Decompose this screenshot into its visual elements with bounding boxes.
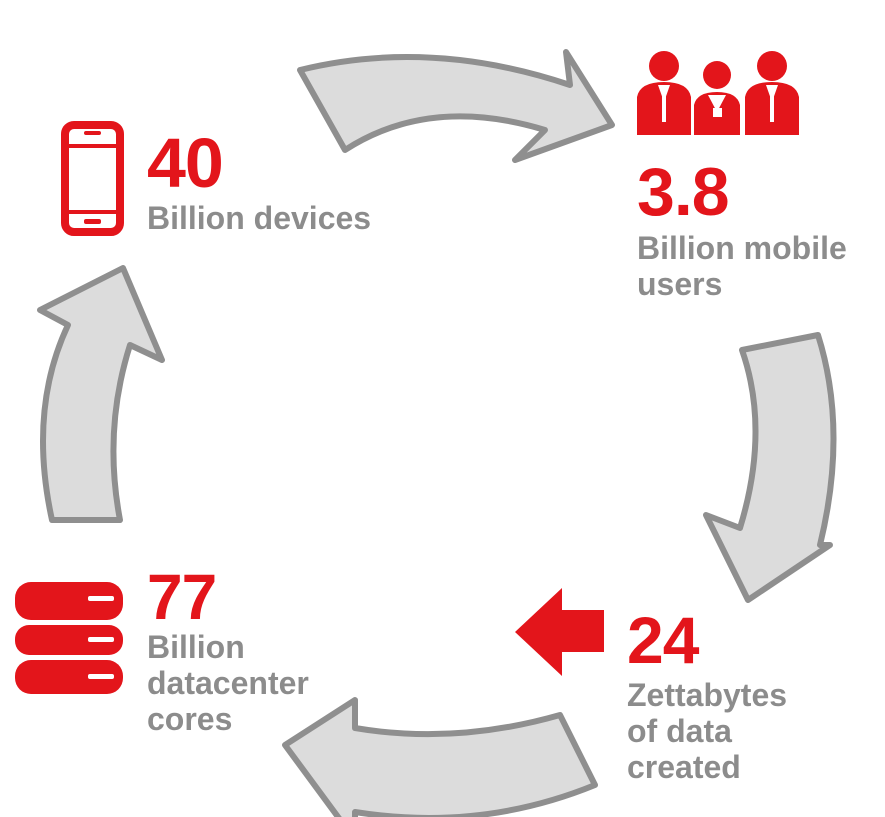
cycle-arrow-right [703, 332, 837, 603]
cycle-arrow-bottom [282, 697, 598, 817]
stat-devices: 40 Billion devices [147, 128, 371, 236]
stat-data-created-value: 24 [627, 603, 699, 677]
cycle-arrow-left [37, 265, 165, 523]
stat-datacenter-cores-label-line-1: Billion [147, 629, 245, 665]
stat-mobile-users-label-line-1: Billion mobile [637, 230, 847, 266]
stat-mobile-users: 3.8 Billion mobile users [637, 158, 847, 302]
red-arrow-left-icon [515, 588, 604, 676]
cycle-arrows [37, 49, 837, 817]
database-icon [15, 582, 123, 694]
stat-data-created-label-line-3: created [627, 749, 741, 785]
smartphone-icon [61, 121, 124, 236]
stat-datacenter-cores-value: 77 [147, 561, 217, 633]
stat-datacenter-cores: 77 Billion datacenter cores [147, 565, 309, 737]
stat-datacenter-cores-label-line-3: cores [147, 701, 233, 737]
stat-mobile-users-value: 3.8 [637, 154, 730, 230]
people-icon [637, 51, 799, 135]
stat-datacenter-cores-label-line-2: datacenter [147, 665, 309, 701]
stat-data-created-label-line-2: of data [627, 713, 732, 749]
cycle-arrow-top [297, 49, 615, 163]
stat-data-created: 24 Zettabytes of data created [627, 607, 787, 785]
stat-mobile-users-label-line-2: users [637, 266, 723, 302]
stat-devices-value: 40 [147, 124, 224, 202]
stat-devices-label: Billion devices [147, 200, 372, 236]
stat-data-created-label-line-1: Zettabytes [627, 677, 788, 713]
